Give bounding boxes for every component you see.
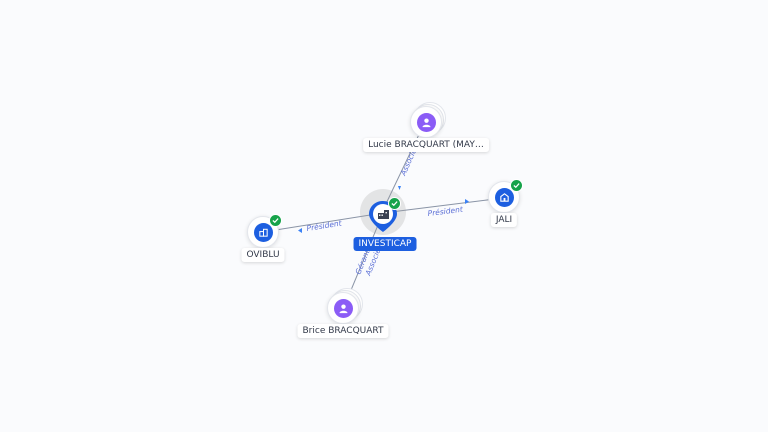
node-bottom-bubble[interactable]: [327, 292, 359, 324]
arrow-to-center-top: [398, 186, 401, 190]
building-icon: [378, 210, 389, 219]
edge-label-right: Président: [427, 205, 464, 218]
node-top-bubble[interactable]: [410, 106, 442, 138]
verified-badge-right: [510, 179, 523, 192]
node-left-label[interactable]: OVIBLU: [241, 248, 285, 262]
edge-center-right: [382, 197, 504, 214]
node-bottom-label[interactable]: Brice BRACQUART: [297, 324, 389, 338]
node-right[interactable]: [488, 179, 523, 213]
node-top[interactable]: [410, 102, 446, 138]
arrow-to-right: [465, 199, 469, 204]
node-top-label[interactable]: Lucie BRACQUART (MAY…: [363, 138, 489, 152]
center-node-pin[interactable]: [366, 199, 400, 233]
person-icon: [416, 112, 436, 132]
node-right-bubble[interactable]: [488, 179, 523, 213]
edge-label-left: Président: [306, 218, 343, 233]
verified-badge-left: [269, 214, 282, 227]
node-left-bubble[interactable]: [247, 214, 282, 248]
building-icon: [494, 187, 514, 207]
edge-center-left: [262, 212, 384, 233]
center-node-label[interactable]: INVESTICAP: [353, 237, 417, 251]
verified-badge-center: [388, 197, 401, 210]
person-icon: [333, 298, 353, 318]
node-bottom[interactable]: [327, 288, 363, 324]
check-icon: [272, 218, 279, 224]
arrow-to-left: [298, 228, 302, 233]
check-icon: [391, 201, 398, 207]
node-left[interactable]: [247, 214, 282, 248]
node-right-label[interactable]: JALI: [490, 213, 518, 227]
check-icon: [513, 183, 520, 189]
building-icon: [253, 222, 273, 242]
